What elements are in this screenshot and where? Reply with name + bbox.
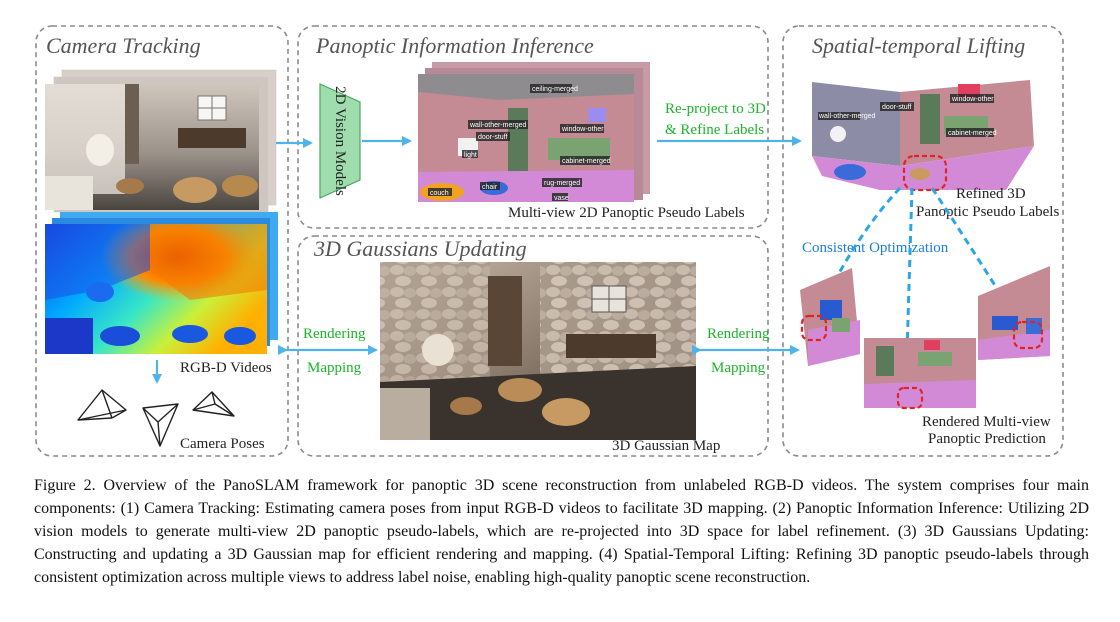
refined-3d-labels-image: door-stuff window-other wall-other-merge… (812, 80, 1034, 192)
panoptic-inference-panel (297, 25, 769, 229)
gaussian-map-label: 3D Gaussian Map (612, 438, 720, 454)
rgb-frame-stack (45, 69, 277, 213)
svg-text:window-other: window-other (561, 126, 604, 133)
mapping-left-label: Mapping (307, 360, 362, 376)
camera-poses-icon (77, 389, 235, 447)
svg-text:rug-merged: rug-merged (544, 180, 580, 187)
consistent-optimization-arrows (826, 186, 1014, 389)
vision-models-box: 2D Vision Models (319, 83, 361, 199)
svg-text:door-stuff: door-stuff (478, 134, 507, 141)
overview-figure: Camera Tracking Panoptic Information Inf… (35, 25, 1064, 457)
gaussian-map-image (380, 262, 696, 440)
gaussians-updating-panel (297, 235, 769, 457)
svg-text:wall-other-merged: wall-other-merged (818, 113, 876, 120)
gaussians-updating-title: 3D Gaussians Updating (313, 236, 527, 261)
svg-text:cabinet-merged: cabinet-merged (562, 158, 611, 165)
camera-poses-label: Camera Poses (180, 436, 265, 452)
camera-tracking-title: Camera Tracking (46, 33, 201, 58)
svg-text:cabinet-merged: cabinet-merged (948, 130, 997, 137)
rendered-label-2: Panoptic Prediction (928, 431, 1046, 447)
consistent-optimization-label: Consistent Optimization (802, 240, 949, 256)
depth-frame-stack (45, 212, 278, 354)
svg-text:2D Vision Models: 2D Vision Models (332, 86, 348, 196)
spatial-lifting-title: Spatial-temporal Lifting (812, 33, 1025, 58)
rendering-left-label: Rendering (303, 326, 366, 342)
mapping-right-label: Mapping (711, 360, 766, 376)
svg-text:couch: couch (430, 190, 449, 197)
panoptic-inference-title: Panoptic Information Inference (315, 33, 594, 58)
svg-text:chair: chair (482, 184, 498, 191)
reproject-label-2: & Refine Labels (665, 122, 764, 138)
rendered-multiview-image (800, 266, 1050, 410)
refined-label-1: Refined 3D (956, 186, 1026, 202)
svg-text:window-other: window-other (951, 96, 994, 103)
refined-label-2: Panoptic Pseudo Labels (916, 204, 1059, 220)
figure-caption: Figure 2. Overview of the PanoSLAM frame… (34, 477, 1089, 586)
rendered-label-1: Rendered Multi-view (922, 414, 1051, 430)
camera-tracking-panel (35, 25, 289, 457)
multiview-pseudo-label: Multi-view 2D Panoptic Pseudo Labels (508, 205, 745, 221)
spatial-lifting-panel (782, 25, 1064, 457)
pseudo-labels-stack: ceiling-merged wall-other-merged window-… (418, 62, 650, 202)
svg-text:door-stuff: door-stuff (882, 104, 911, 111)
rgbd-videos-label: RGB-D Videos (180, 360, 272, 376)
reproject-label-1: Re-project to 3D (665, 101, 766, 117)
svg-text:ceiling-merged: ceiling-merged (532, 86, 578, 93)
svg-text:light: light (464, 152, 477, 159)
svg-text:vase: vase (554, 195, 569, 202)
rendering-right-label: Rendering (707, 326, 770, 342)
svg-text:wall-other-merged: wall-other-merged (469, 122, 527, 129)
